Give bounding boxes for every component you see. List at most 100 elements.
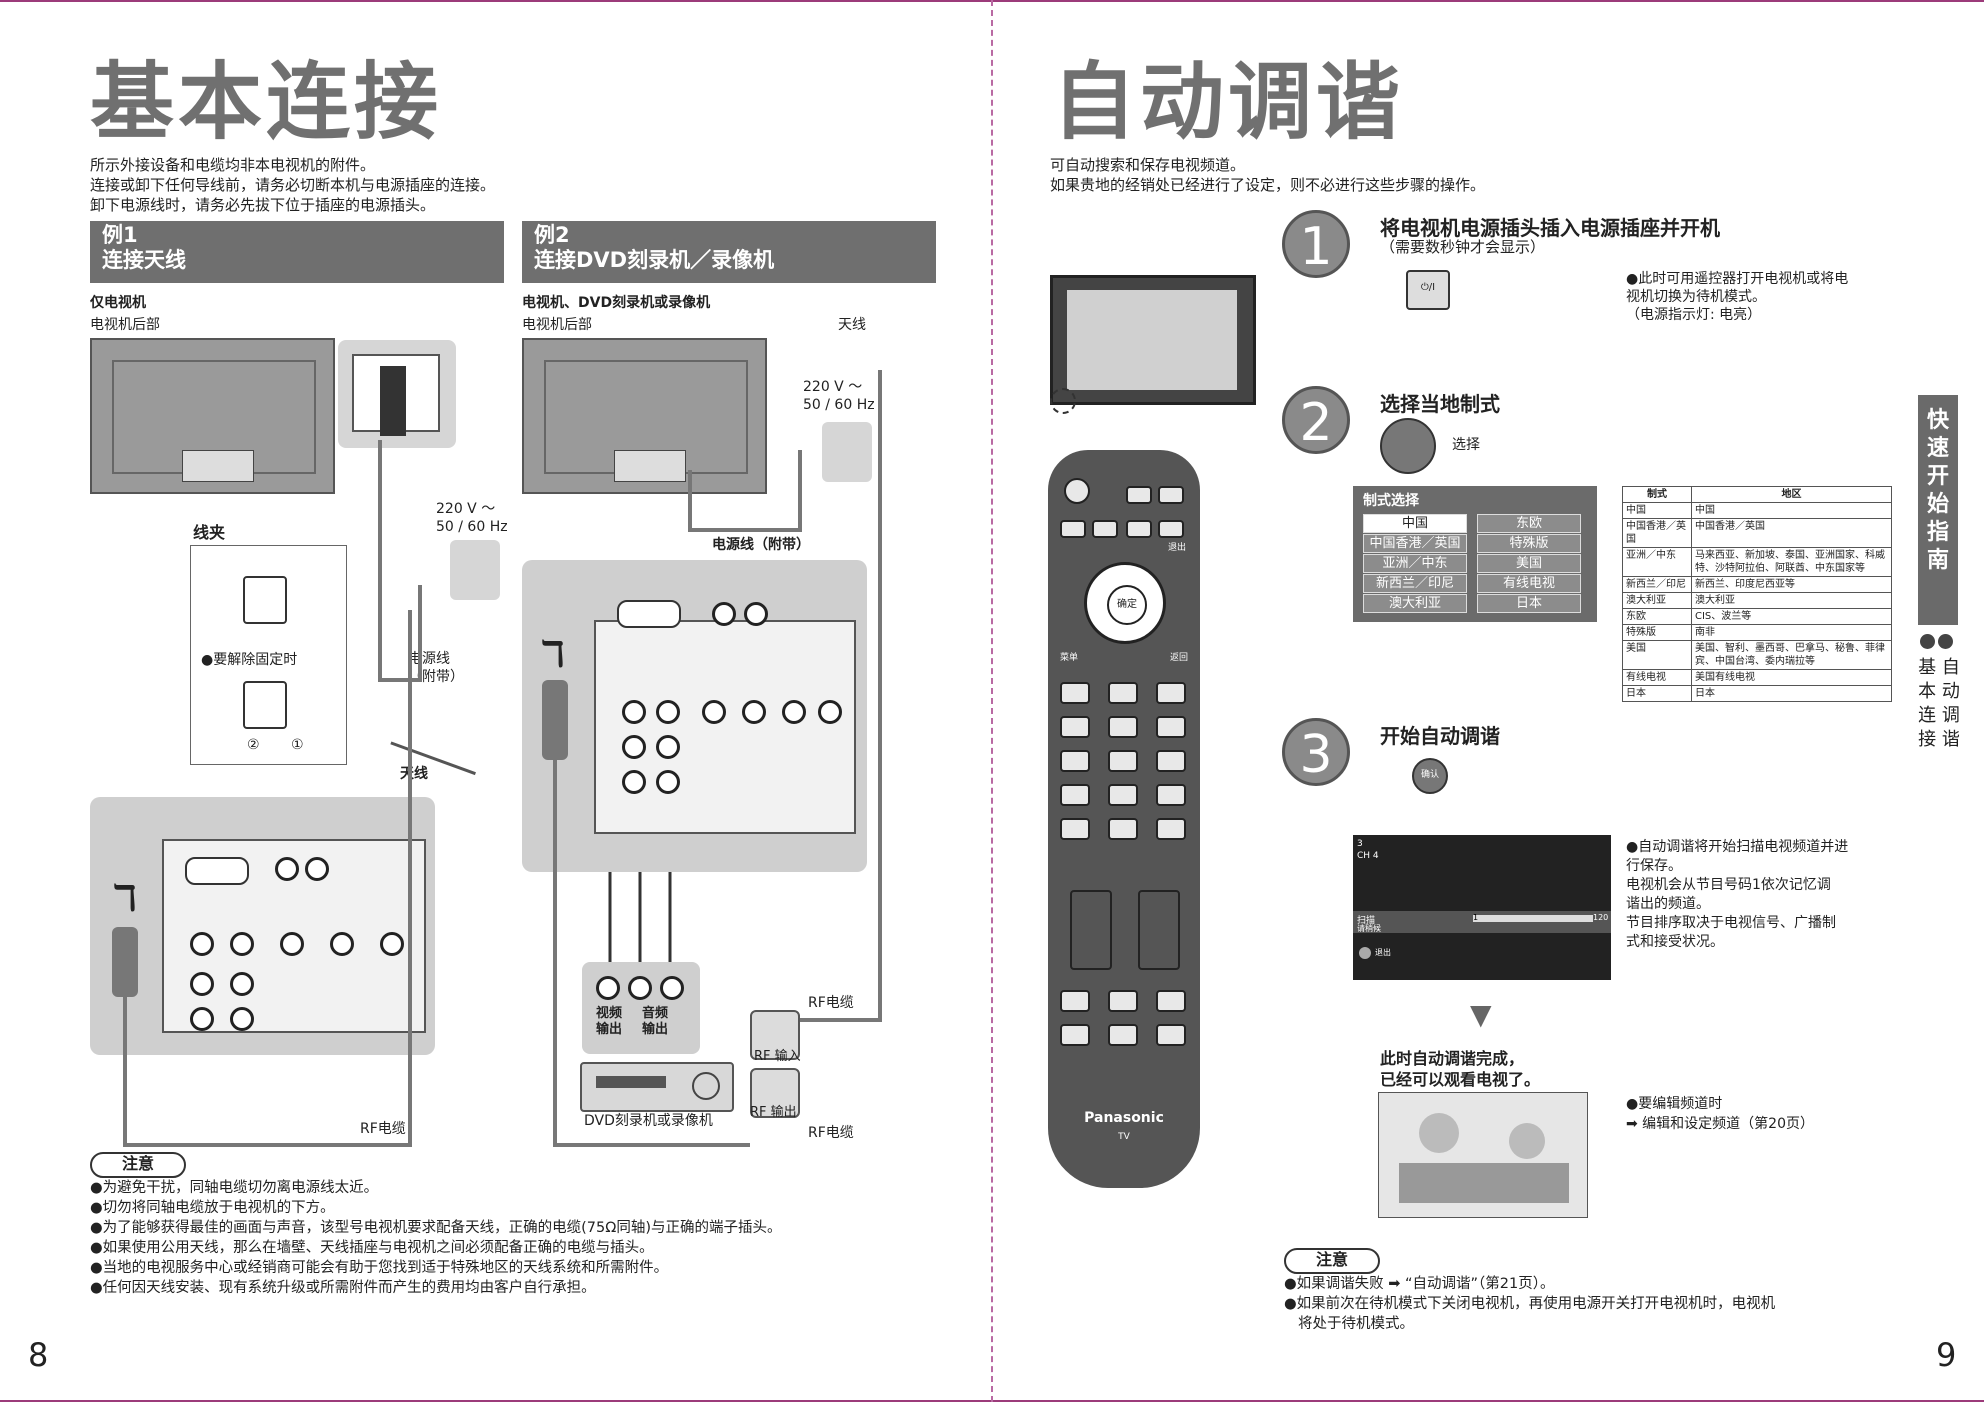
remote-button[interactable]	[1156, 716, 1186, 738]
note-item: 将处于待机模式。	[1298, 1316, 1414, 1332]
remote-button[interactable]	[1060, 520, 1086, 538]
av-jack	[656, 700, 680, 724]
table-cell: 马来西亚、新加坡、泰国、亚洲国家、科威特、沙特阿拉伯、阿联酋、中东国家等	[1691, 547, 1892, 577]
rf-cable-label-2a: RF电缆	[808, 995, 854, 1011]
dot-icon	[1938, 634, 1953, 649]
system-option[interactable]: 澳大利亚	[1363, 594, 1467, 613]
step-1-title: 将电视机电源插头插入电源插座并开机	[1380, 216, 1720, 240]
remote-button[interactable]	[1156, 1024, 1186, 1046]
intro-left: 所示外接设备和电缆均非本电视机的附件。 连接或卸下任何导线前，请务必切断本机与电…	[90, 155, 495, 215]
table-row: 特殊版南非	[1622, 624, 1892, 641]
audio-out-jack	[628, 976, 652, 1000]
dpad[interactable]: 确定	[1084, 562, 1166, 644]
remote-button[interactable]	[1108, 750, 1138, 772]
example2-title: 连接DVD刻录机／录像机	[534, 248, 775, 272]
remote-button[interactable]	[1158, 520, 1184, 538]
tv-back-illustration	[90, 338, 335, 494]
remote-button[interactable]	[1108, 716, 1138, 738]
terminal-board	[594, 620, 856, 834]
clamp-open-icon	[243, 681, 287, 729]
tv-front-illustration	[1050, 275, 1256, 405]
page-title-right: 自动调谐	[1052, 53, 1405, 151]
example2-back-label: 电视机后部	[522, 317, 592, 333]
note-item: ●如果前次在待机模式下关闭电视机，再使用电源开关打开电视机时，电视机	[1284, 1296, 1776, 1312]
example1-title: 连接天线	[102, 248, 186, 272]
voltage-value: 220 V ～	[803, 379, 863, 395]
volume-rocker[interactable]	[1070, 890, 1112, 970]
release-label: ●要解除固定时	[201, 652, 298, 668]
notes-right: ●如果调谐失败 ➡ “自动调谐”（第21页）。 ●如果前次在待机模式下关闭电视机…	[1284, 1274, 1884, 1334]
remote-button[interactable]	[1126, 520, 1152, 538]
system-option[interactable]: 中国	[1363, 514, 1467, 533]
power-button[interactable]	[1064, 478, 1090, 504]
frequency-value: 50 / 60 Hz	[436, 519, 508, 535]
remote-button[interactable]	[1060, 1024, 1090, 1046]
remote-button[interactable]	[1108, 818, 1138, 840]
component-jack	[330, 932, 354, 956]
side-tab-char: 快	[1926, 408, 1949, 433]
example1-band: 例1 连接天线	[90, 221, 504, 283]
system-option[interactable]: 亚洲／中东	[1363, 554, 1467, 573]
remote-button[interactable]	[1092, 520, 1118, 538]
system-option[interactable]: 有线电视	[1477, 574, 1581, 593]
remote-button[interactable]	[1156, 784, 1186, 806]
dvd-device-label: DVD刻录机或录像机	[584, 1113, 713, 1129]
table-cell: 新西兰／印尼	[1622, 576, 1692, 593]
av-jack	[230, 972, 254, 996]
system-option[interactable]: 特殊版	[1477, 534, 1581, 553]
system-option[interactable]: 中国香港／英国	[1363, 534, 1467, 553]
side-tab-quickstart[interactable]: 快 速 开 始 指 南	[1918, 395, 1958, 625]
remote-button[interactable]	[1156, 750, 1186, 772]
table-cell: 日本	[1691, 685, 1892, 702]
remote-button[interactable]	[1158, 486, 1184, 504]
hand-press-icon: ⏻/I	[1380, 270, 1460, 340]
channel-rocker[interactable]	[1138, 890, 1180, 970]
note-line: 节目排序取决于电视信号、广播制	[1626, 915, 1836, 931]
remote-brand: Panasonic	[1084, 1110, 1164, 1126]
remote-button[interactable]	[1060, 818, 1090, 840]
antenna-terminal-icon: ℸ	[112, 878, 137, 919]
rf-cable-label-ex1: RF电缆	[360, 1121, 406, 1137]
remote-button[interactable]	[1060, 750, 1090, 772]
remote-button[interactable]	[1156, 818, 1186, 840]
remote-tv-label: TV	[1118, 1132, 1130, 1142]
dial	[692, 1072, 720, 1100]
tv-screen	[1067, 290, 1237, 390]
clamp-icon	[243, 576, 287, 624]
step-3-note: ●自动调谐将开始扫描电视频道并进 行保存。 电视机会从节目号码1依次记忆调 谐出…	[1626, 838, 1848, 952]
remote-button[interactable]	[1108, 1024, 1138, 1046]
scan-bar-area: 扫描 请稍候 1 120	[1353, 911, 1611, 933]
remote-button[interactable]	[1060, 716, 1090, 738]
system-option[interactable]: 东欧	[1477, 514, 1581, 533]
audio-jack	[305, 857, 329, 881]
table-cell: 东欧	[1622, 608, 1692, 625]
av-jack	[230, 1007, 254, 1031]
remote-button[interactable]	[1108, 990, 1138, 1012]
dpad-icon	[1380, 418, 1436, 474]
remote-button[interactable]	[1060, 990, 1090, 1012]
intro-line: 卸下电源线时，请务必先拔下位于插座的电源插头。	[90, 196, 436, 214]
remote-button[interactable]	[1126, 486, 1152, 504]
remote-button[interactable]	[1060, 784, 1090, 806]
note-line: （电源指示灯: 电亮）	[1626, 307, 1762, 323]
remote-button[interactable]	[1156, 990, 1186, 1012]
system-option[interactable]: 日本	[1477, 594, 1581, 613]
step-3-circle: 3	[1282, 718, 1350, 786]
system-option[interactable]: 美国	[1477, 554, 1581, 573]
remote-button[interactable]	[1108, 682, 1138, 704]
side-tab-char: 指	[1926, 520, 1949, 545]
remote-button[interactable]	[1060, 682, 1090, 704]
av-jack	[622, 700, 646, 724]
remote-button[interactable]	[1156, 682, 1186, 704]
note-item: ●当地的电视服务中心或经销商可能会有助于您找到适于特殊地区的天线系统和所需附件。	[90, 1260, 669, 1276]
av-jack	[622, 735, 646, 759]
ok-button[interactable]: 确定	[1107, 585, 1147, 625]
antenna-terminal-icon: ℸ	[540, 634, 565, 675]
step-1-subtitle: （需要数秒钟才会显示）	[1380, 238, 1546, 256]
system-option[interactable]: 新西兰／印尼	[1363, 574, 1467, 593]
example1-back-label: 电视机后部	[90, 317, 160, 333]
video-out-jack	[596, 976, 620, 1000]
remote-button[interactable]	[1108, 784, 1138, 806]
rf-in-port	[750, 1010, 800, 1060]
tv-presenters-image	[1378, 1092, 1588, 1218]
